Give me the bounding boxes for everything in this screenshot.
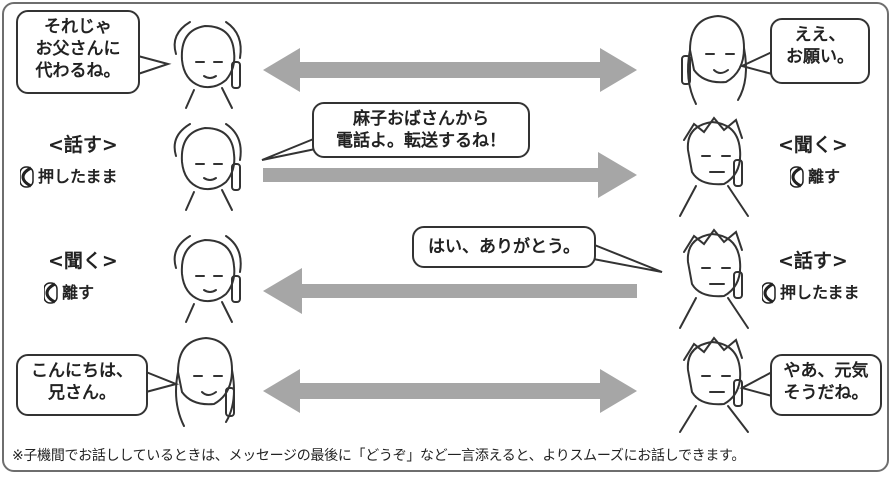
bubble-line: はい、ありがとう。 — [428, 237, 580, 257]
talk-button-icon — [44, 282, 58, 304]
woman-figure — [175, 336, 235, 427]
girl-figure — [173, 21, 242, 109]
bubble-line: 代わるね。 — [35, 61, 121, 81]
bubble-tail — [145, 371, 180, 393]
bubble-line: 兄さん。 — [48, 383, 116, 403]
speech-bubble-daughter: それじゃ お父さんに 代わるね。 — [16, 10, 140, 94]
speech-bubble-transfer: 麻子おばさんから 電話よ。転送するね！ — [312, 102, 530, 158]
girl-figure — [173, 235, 242, 323]
talk-button-icon — [20, 166, 34, 188]
mode-text: 押したまま — [38, 167, 118, 186]
bubble-line: 麻子おばさんから — [353, 109, 489, 129]
man-figure — [679, 116, 749, 217]
bubble-line: お願い。 — [786, 47, 854, 67]
speech-bubble-thanks: はい、ありがとう。 — [412, 226, 596, 268]
panel-frame — [2, 2, 889, 472]
bubble-tail — [587, 243, 663, 273]
speech-bubble-mother: ええ、 お願い。 — [770, 18, 870, 84]
bubble-line: ええ、 — [794, 25, 846, 45]
bubble-line: やあ、元気 — [783, 361, 869, 381]
man-figure — [679, 336, 749, 433]
release-instruction: 離す — [790, 166, 840, 188]
talk-button-icon — [790, 166, 804, 188]
bubble-tail — [739, 371, 773, 397]
talk-label: <話す> — [48, 134, 118, 156]
press-hold-instruction: 押したまま — [762, 282, 860, 304]
listen-label: <聞く> — [48, 250, 118, 272]
mode-text: 押したまま — [780, 283, 860, 302]
listen-label: <聞く> — [778, 134, 848, 156]
footnote: ※子機間でお話ししているときは、メッセージの最後に「どうぞ」など一言添えると、よ… — [12, 448, 746, 464]
release-instruction: 離す — [44, 282, 94, 304]
girl-figure — [173, 123, 242, 211]
left-arrow-icon — [263, 268, 637, 314]
mode-text: 離す — [808, 167, 841, 186]
bubble-tail — [739, 51, 773, 75]
press-hold-instruction: 押したまま — [20, 166, 118, 188]
woman-figure — [681, 14, 747, 105]
bubble-line: 電話よ。転送するね！ — [336, 131, 506, 151]
bubble-line: こんにちは、 — [31, 361, 133, 381]
bubble-line: それじゃ — [44, 17, 112, 37]
double-arrow-icon — [263, 369, 637, 413]
double-arrow-icon — [263, 48, 637, 92]
bubble-line: お父さんに — [35, 39, 121, 59]
mode-text: 離す — [62, 283, 95, 302]
man-figure — [679, 228, 749, 329]
speech-bubble-reply: やあ、元気 そうだね。 — [770, 354, 882, 416]
talk-label: <話す> — [778, 250, 848, 272]
right-arrow-icon — [263, 152, 637, 198]
bubble-tail — [137, 55, 172, 75]
speech-bubble-greeting: こんにちは、 兄さん。 — [16, 354, 148, 416]
talk-button-icon — [762, 282, 776, 304]
bubble-line: そうだね。 — [783, 383, 869, 403]
